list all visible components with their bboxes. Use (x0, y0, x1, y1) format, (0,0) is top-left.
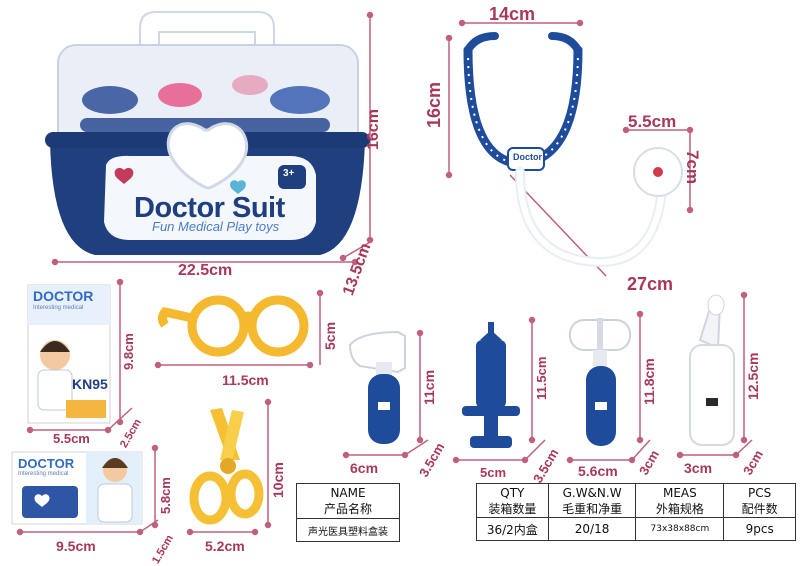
toy-scissors (189, 408, 264, 525)
hammer-width-dim: 6cm (350, 460, 379, 476)
case-width-dim: 22.5cm (178, 262, 233, 279)
weight-header-cn: 毛重和净重 (562, 501, 623, 516)
case-height-dim: 16cm (365, 109, 382, 150)
mask-card-logo: DOCTOR (33, 288, 94, 304)
syringe-height-dim: 11.5cm (534, 356, 549, 400)
pcs-header-en: PCS (748, 485, 772, 500)
pcs-value: 9pcs (723, 517, 796, 541)
mask-card-sub: Interesting medical (33, 305, 84, 311)
meas-value: 73x38x88cm (635, 517, 725, 541)
mask-card-badge: KN95 (72, 376, 108, 392)
chestpiece-height-dim: 7cm (683, 150, 702, 185)
name-value: 声光医具塑料盒装 (296, 518, 400, 542)
meas-header-en: MEAS (663, 485, 697, 500)
case-age-badge: 3+ (283, 168, 295, 179)
weight-header: G.W&N.W 毛重和净重 (547, 483, 637, 518)
hammer-height-dim: 11cm (421, 369, 437, 405)
toy-syringe (462, 322, 520, 448)
book-height-dim: 5.8cm (158, 477, 173, 514)
case-tagline: Fun Medical Play toys (152, 219, 280, 234)
sticker-book (11, 451, 143, 525)
book-logo: DOCTOR (18, 456, 75, 471)
name-header: NAME 产品名称 (296, 483, 400, 519)
double-reflex-hammer (569, 318, 631, 446)
stethoscope-left-dim: 16cm (424, 81, 444, 128)
pcs-header-cn: 配件数 (741, 501, 778, 516)
mask-card-height-dim: 9.8cm (121, 333, 136, 370)
toy-glasses (158, 295, 309, 357)
qty-value: 36/2内盒 (476, 517, 549, 541)
meas-header-cn: 外箱规格 (655, 501, 704, 516)
qty-header: QTY 装箱数量 (476, 483, 549, 518)
reflex-hammer (348, 330, 406, 444)
glasses-height-dim: 5cm (322, 321, 338, 350)
book-width-dim: 9.5cm (56, 538, 96, 554)
stethoscope-top-dim: 14cm (489, 4, 536, 24)
toy-otoscope (689, 294, 735, 446)
name-table: NAME 产品名称 声光医具塑料盒装 (296, 483, 400, 542)
book-sub: Interesting medical (18, 471, 69, 477)
pcs-header: PCS 配件数 (723, 483, 796, 518)
stethoscope-badge: Doctor (513, 152, 542, 162)
weight-header-en: G.W&N.W (562, 485, 622, 500)
weight-value: 20/18 (547, 517, 637, 541)
stethoscope-length-dim: 27cm (627, 274, 674, 294)
mask-card (27, 284, 111, 424)
mask-card-width-dim: 5.5cm (53, 431, 90, 446)
reflex-height-dim: 11.8cm (641, 358, 657, 405)
otoscope-height-dim: 12.5cm (745, 352, 761, 400)
syringe-width-dim: 5cm (480, 465, 507, 480)
stethoscope (463, 32, 683, 268)
otoscope-width-dim: 3cm (684, 460, 713, 476)
reflex-width-dim: 5.6cm (578, 463, 618, 479)
doctor-case (45, 11, 370, 255)
qty-header-cn: 装箱数量 (488, 501, 537, 516)
chestpiece-width-dim: 5.5cm (628, 112, 677, 131)
case-brand: Doctor Suit (134, 192, 285, 224)
name-header-cn: 产品名称 (323, 502, 372, 516)
glasses-width-dim: 11.5cm (222, 372, 269, 388)
scissors-width-dim: 5.2cm (205, 538, 245, 554)
qty-header-en: QTY (500, 485, 525, 500)
name-header-en: NAME (330, 486, 366, 500)
scissors-height-dim: 10cm (270, 462, 286, 498)
dimension-lines (16, 11, 753, 536)
spec-table: QTY 装箱数量 G.W&N.W 毛重和净重 MEAS 外箱规格 PCS 配件数… (476, 483, 796, 541)
meas-header: MEAS 外箱规格 (635, 483, 725, 518)
